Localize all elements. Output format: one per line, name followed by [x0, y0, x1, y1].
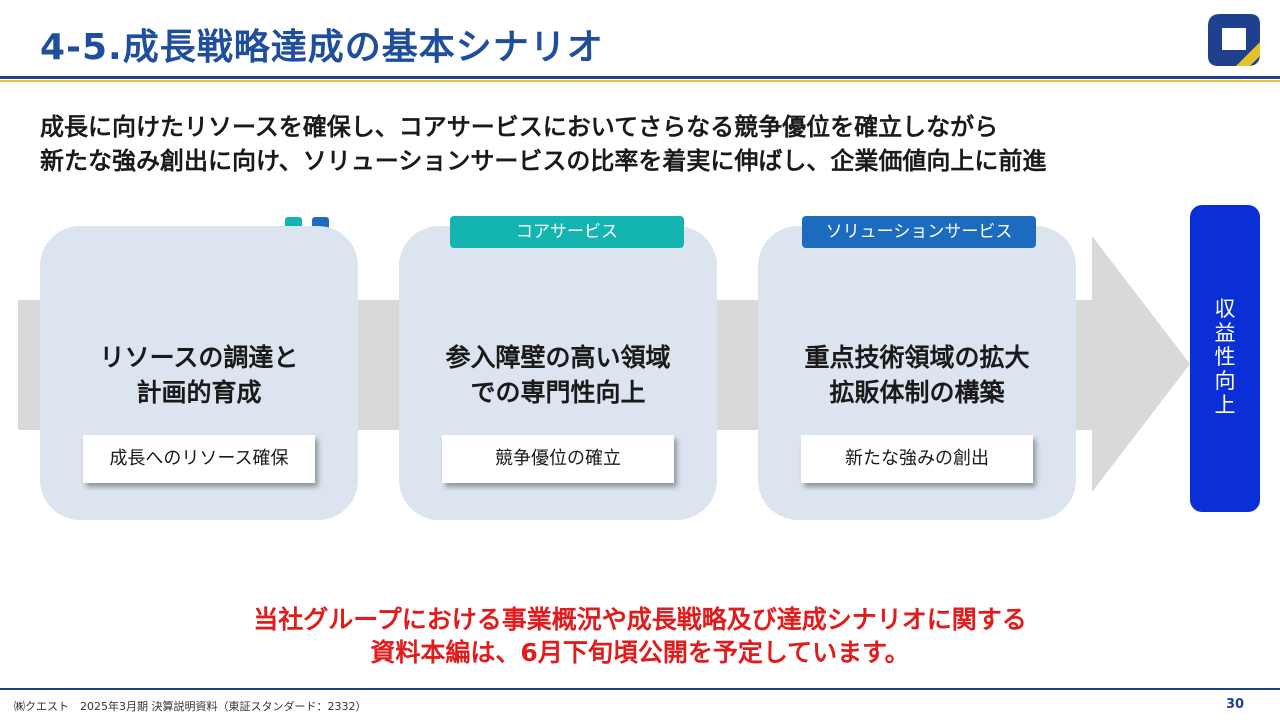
lead-line-1: 成長に向けたリソースを確保し、コアサービスにおいてさらなる競争優位を確立しながら — [40, 113, 999, 141]
company-logo-icon — [1208, 14, 1260, 66]
step-heading-line-1: リソースの調達と — [99, 343, 299, 372]
header-rule — [0, 76, 1280, 79]
profitability-char: 向 — [1214, 369, 1236, 393]
step-heading-line-2: での専門性向上 — [470, 378, 646, 407]
profitability-char: 収 — [1214, 297, 1236, 321]
step-heading: リソースの調達と 計画的育成 — [40, 340, 358, 410]
step-outcome-box: 競争優位の確立 — [442, 435, 674, 483]
step-card-expansion: 重点技術領域の拡大 拡販体制の構築 新たな強みの創出 — [758, 226, 1076, 520]
step-heading-line-2: 拡販体制の構築 — [829, 378, 1005, 407]
notice-line-2: 資料本編は、6月下旬頃公開を予定しています。 — [370, 638, 910, 667]
step-heading-line-1: 参入障壁の高い領域 — [445, 343, 671, 372]
profitability-box: 収 益 性 向 上 — [1190, 205, 1260, 512]
profitability-char: 益 — [1214, 321, 1236, 345]
footer-rule — [0, 688, 1280, 690]
profitability-label: 収 益 性 向 上 — [1190, 297, 1260, 417]
step-heading: 参入障壁の高い領域 での専門性向上 — [399, 340, 717, 410]
step-card-expertise: 参入障壁の高い領域 での専門性向上 競争優位の確立 — [399, 226, 717, 520]
solution-service-tag: ソリューションサービス — [802, 216, 1036, 248]
publication-notice: 当社グループにおける事業概況や成長戦略及び達成シナリオに関する 資料本編は、6月… — [0, 603, 1280, 669]
footer-text: ㈱クエスト 2025年3月期 決算説明資料（東証スタンダード：2332） — [14, 700, 367, 713]
header-accent-rule — [0, 80, 1280, 82]
lead-text: 成長に向けたリソースを確保し、コアサービスにおいてさらなる競争優位を確立しながら… — [40, 110, 1046, 178]
notice-line-1: 当社グループにおける事業概況や成長戦略及び達成シナリオに関する — [253, 605, 1027, 634]
profitability-char: 上 — [1214, 393, 1236, 417]
progress-arrow-head — [1092, 236, 1190, 492]
page-title: 4-5.成長戦略達成の基本シナリオ — [40, 27, 604, 68]
profitability-char: 性 — [1214, 345, 1236, 369]
core-service-tag: コアサービス — [450, 216, 684, 248]
lead-line-2: 新たな強み創出に向け、ソリューションサービスの比率を着実に伸ばし、企業価値向上に… — [40, 147, 1047, 175]
step-heading-line-2: 計画的育成 — [136, 378, 262, 407]
step-heading-line-1: 重点技術領域の拡大 — [804, 343, 1030, 372]
step-heading: 重点技術領域の拡大 拡販体制の構築 — [758, 340, 1076, 410]
step-outcome-box: 成長へのリソース確保 — [83, 435, 315, 483]
step-outcome-box: 新たな強みの創出 — [801, 435, 1033, 483]
page-number: 30 — [1226, 697, 1245, 712]
step-card-resources: リソースの調達と 計画的育成 成長へのリソース確保 — [40, 226, 358, 520]
